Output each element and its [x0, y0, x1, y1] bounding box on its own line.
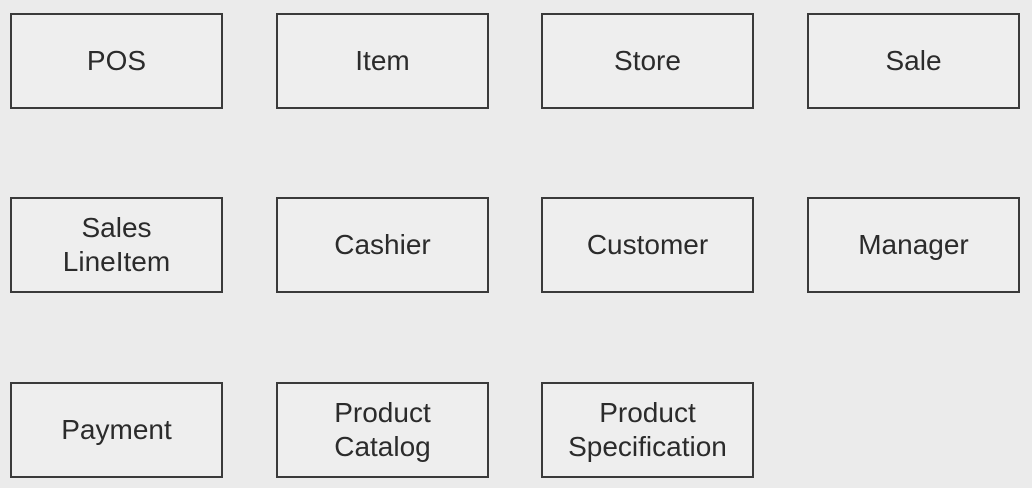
concept-label: Sales LineItem [62, 212, 171, 277]
concept-box-product-specification: Product Specification [541, 382, 754, 478]
concept-label: Manager [858, 229, 969, 260]
concept-label: Item [355, 45, 410, 76]
concept-label: Product Catalog [334, 397, 431, 462]
concept-label: Cashier [334, 229, 431, 260]
concept-box-sale: Sale [807, 13, 1020, 109]
concept-label: POS [86, 45, 147, 76]
concept-label: Payment [61, 414, 172, 445]
concept-box-store: Store [541, 13, 754, 109]
concept-box-manager: Manager [807, 197, 1020, 293]
concept-label: Sale [885, 45, 942, 76]
concept-box-payment: Payment [10, 382, 223, 478]
concept-box-customer: Customer [541, 197, 754, 293]
concept-label: Store [614, 45, 681, 76]
concept-box-product-catalog: Product Catalog [276, 382, 489, 478]
concept-label: Customer [586, 229, 709, 260]
concept-box-pos: POS [10, 13, 223, 109]
concept-label: Product Specification [568, 397, 727, 462]
concept-box-cashier: Cashier [276, 197, 489, 293]
concept-box-sales-lineitem: Sales LineItem [10, 197, 223, 293]
concept-box-item: Item [276, 13, 489, 109]
